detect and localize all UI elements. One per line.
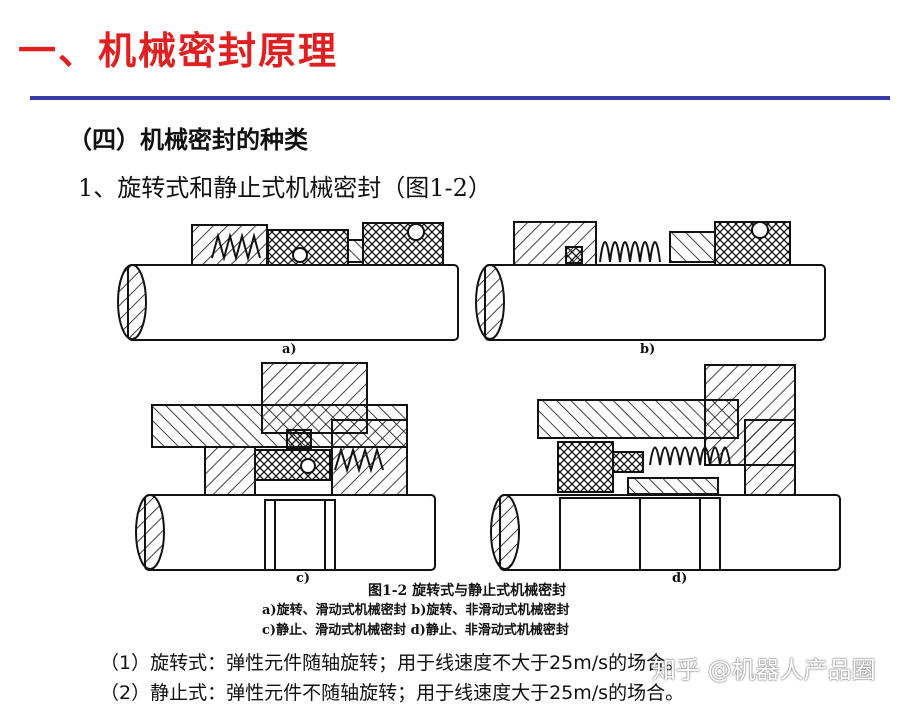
rotating-ring-d [557, 441, 614, 493]
housing-d [537, 399, 739, 439]
shaft-end-c [135, 494, 165, 570]
label-d: d) [672, 571, 687, 586]
diagram-c: c) [135, 362, 436, 586]
shaft-d [499, 494, 841, 571]
o-ring-b [751, 221, 769, 239]
stationary-ring-c [254, 449, 331, 481]
o-ring-a2 [407, 223, 425, 241]
shaft-b [484, 264, 826, 341]
seat-b [513, 221, 597, 266]
diagram-b: b) [475, 221, 826, 357]
shaft-c [144, 494, 436, 571]
spring-c [334, 446, 384, 474]
stationary-ring-a [362, 222, 444, 266]
bellows-d [649, 446, 731, 466]
note-rotating: （1）旋转式：弹性元件随轴旋转；用于线速度不大于25m/s的场合。 [100, 652, 685, 674]
rotating-ring-b [669, 231, 716, 263]
figure-legend-1: a)旋转、滑动式机械密封 b)旋转、非滑动式机械密封 [262, 602, 569, 618]
rotating-ring-a [267, 229, 349, 266]
shaft-end-a [117, 264, 147, 340]
bellows-b [599, 241, 661, 263]
diagram-d: d) [490, 364, 841, 586]
title-divider [30, 96, 890, 100]
section-title: （四）机械密封的种类 [68, 126, 308, 154]
figure-legend-2: c)静止、滑动式机械密封 d)静止、非滑动式机械密封 [262, 622, 569, 638]
label-c: c) [296, 571, 310, 586]
o-ring-c [300, 458, 316, 474]
shaft-end-b [475, 264, 505, 340]
label-a: a) [282, 342, 297, 357]
diagram-a: a) [117, 222, 459, 357]
stationary-ring-d [612, 451, 644, 473]
note-stationary: （2）静止式：弹性元件不随轴旋转；用于线速度大于25m/s的场合。 [100, 682, 685, 704]
page-title: 一、机械密封原理 [18, 29, 339, 73]
label-b: b) [640, 342, 655, 357]
figure-caption: 图1-2 旋转式与静止式机械密封 [368, 582, 566, 599]
shaft-end-d [490, 494, 520, 570]
watermark: 知乎 @机器人产品圈 [652, 656, 876, 684]
spring-a [211, 232, 261, 262]
o-ring-a1 [292, 247, 308, 263]
shaft-a [127, 264, 459, 341]
item-title: 1、旋转式和静止式机械密封（图1-2） [78, 174, 492, 202]
